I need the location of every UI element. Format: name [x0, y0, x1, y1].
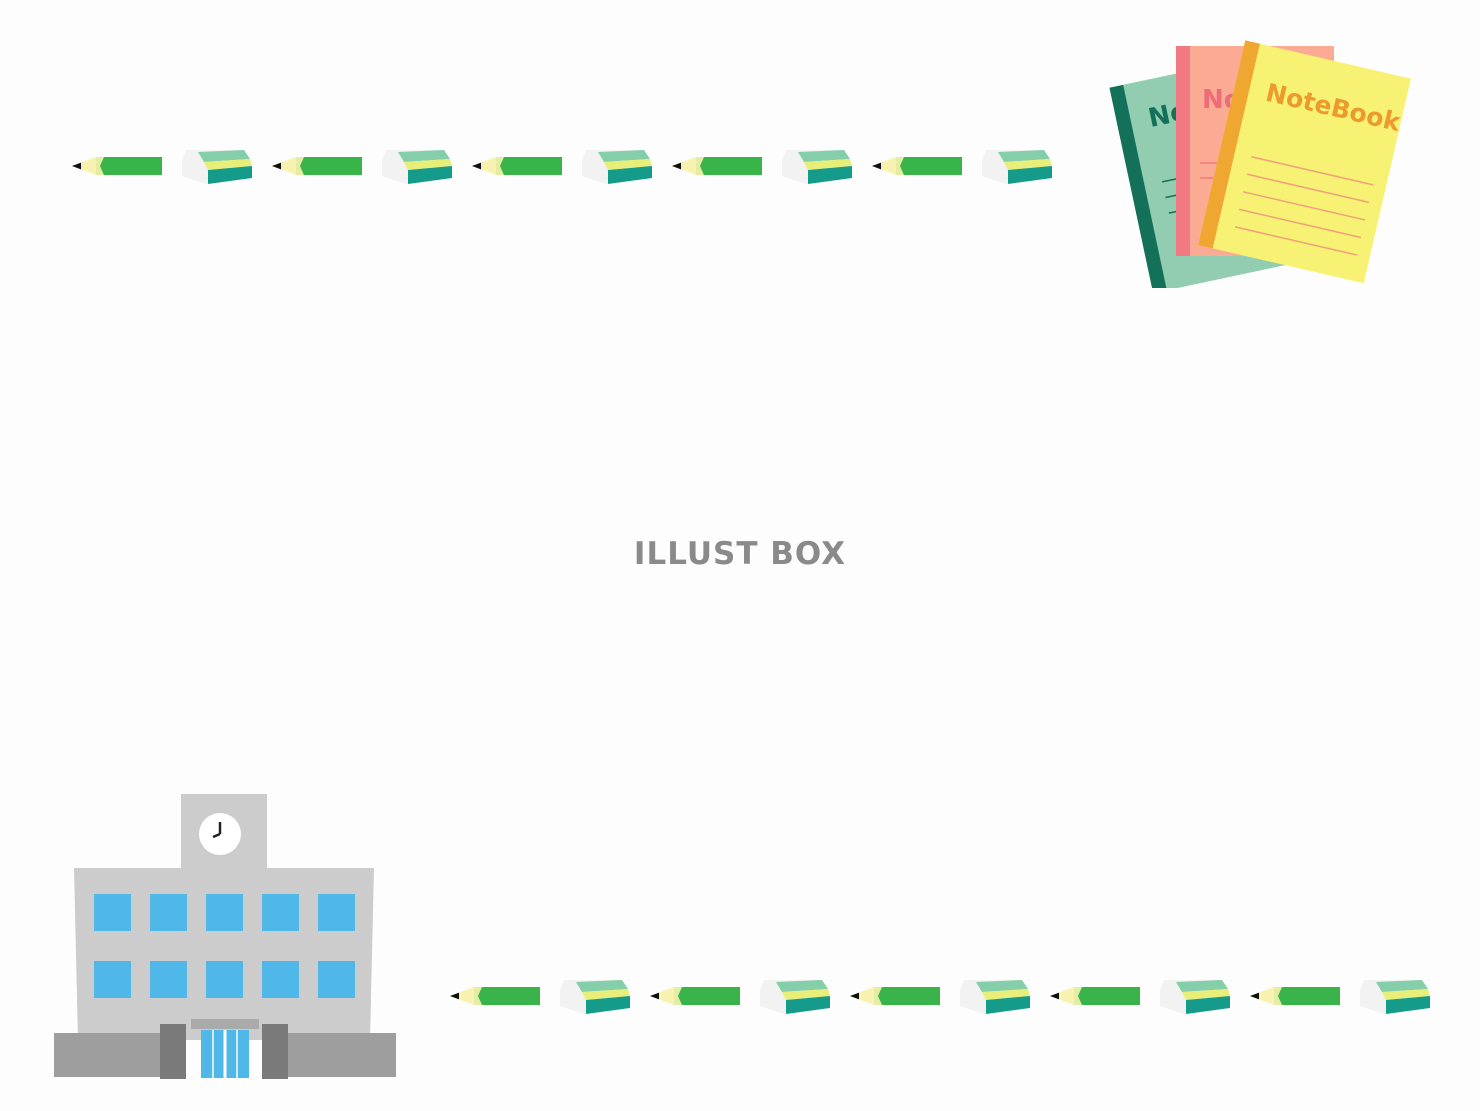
building-windows: [94, 894, 355, 998]
left-wing-base: [54, 1033, 168, 1077]
eraser-icon: [560, 980, 630, 1014]
eraser-icon: [582, 150, 652, 184]
notebook-pink-spine: [1176, 46, 1190, 256]
eraser-icon: [1160, 980, 1230, 1014]
top-pencil-eraser-border: [70, 144, 1070, 189]
notebook-yellow-lines: [1234, 156, 1374, 256]
window: [94, 961, 131, 998]
notebook-yellow-icon: NoteBook: [1198, 40, 1411, 284]
notebook-yellow-cover: [1198, 40, 1411, 284]
eraser-icon: [382, 150, 452, 184]
window: [150, 961, 187, 998]
notebooks-illustration: No Not NoteBook: [1100, 28, 1420, 294]
eraser-icon: [960, 980, 1030, 1014]
window: [150, 894, 187, 931]
window: [318, 894, 355, 931]
window: [262, 894, 299, 931]
pencil-icon: [1050, 987, 1140, 1005]
top-border-svg: [72, 150, 1052, 184]
eraser-icon: [760, 980, 830, 1014]
window: [262, 961, 299, 998]
pencil-icon: [450, 987, 540, 1005]
main-building-wall: [74, 868, 374, 1040]
pencil-icon: [1250, 987, 1340, 1005]
window: [318, 961, 355, 998]
pencil-icon: [272, 157, 362, 175]
window: [94, 894, 131, 931]
notebook-green-spine: [1109, 84, 1167, 294]
bottom-pencil-eraser-border: [448, 974, 1448, 1019]
watermark-text: ILLUST BOX: [633, 536, 847, 572]
pencil-icon: [650, 987, 740, 1005]
notebook-yellow-spine: [1198, 40, 1260, 249]
pencil-icon: [72, 157, 162, 175]
pencil-icon: [850, 987, 940, 1005]
right-pillar: [262, 1024, 288, 1079]
clock-icon: [199, 813, 241, 855]
entrance-canopy: [191, 1019, 259, 1029]
right-wing-base: [284, 1033, 396, 1077]
eraser-icon: [982, 150, 1052, 184]
eraser-icon: [1360, 980, 1430, 1014]
eraser-icon: [782, 150, 852, 184]
bottom-border-svg: [450, 980, 1430, 1014]
school-building-svg: [54, 794, 396, 1079]
left-pillar: [160, 1024, 186, 1079]
pencil-icon: [672, 157, 762, 175]
notebook-stack-svg: No Not NoteBook: [1109, 40, 1411, 294]
pencil-icon: [472, 157, 562, 175]
eraser-icon: [182, 150, 252, 184]
pencil-icon: [872, 157, 962, 175]
window: [206, 961, 243, 998]
window: [206, 894, 243, 931]
school-building-icon: [48, 790, 398, 1089]
